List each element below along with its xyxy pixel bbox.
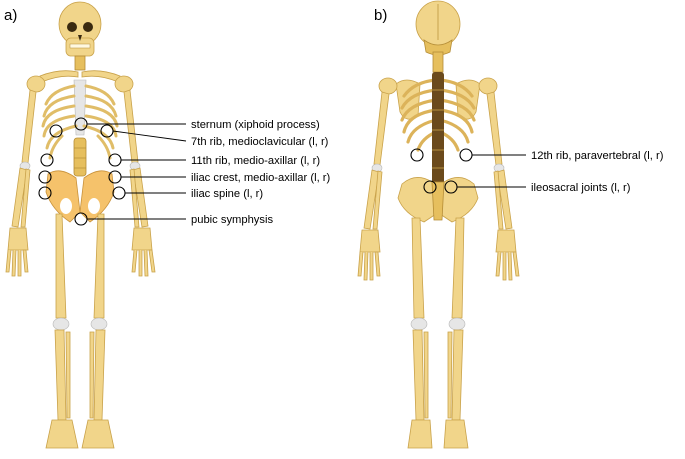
label-ileosacral: ileosacral joints (l, r)	[531, 182, 631, 194]
marker-iliac-spine-left	[38, 186, 52, 200]
panel-a-letter: a)	[4, 7, 17, 24]
front-skeleton	[5, 1, 187, 449]
panel-b-letter: b)	[374, 7, 387, 24]
label-pubic-symphysis: pubic symphysis	[191, 214, 273, 226]
label-iliac-crest: iliac crest, medio-axillar (l, r)	[191, 172, 331, 184]
leader-7th-rib	[112, 130, 187, 142]
label-11th-rib: 11th rib, medio-axillar (l, r)	[191, 155, 320, 167]
spine-back	[432, 72, 444, 184]
marker-11th-rib-left	[40, 153, 54, 167]
label-iliac-spine: iliac spine (l, r)	[191, 188, 263, 200]
label-12th-rib: 12th rib, paravertebral (l, r)	[531, 150, 664, 162]
marker-iliac-crest-left	[38, 170, 52, 184]
marker-11th-rib-right	[108, 153, 122, 167]
marker-12th-rib-left	[410, 148, 424, 162]
label-7th-rib: 7th rib, medioclavicular (l, r)	[191, 136, 329, 148]
marker-7th-rib-left	[49, 124, 63, 138]
marker-12th-rib-right	[459, 148, 473, 162]
label-sternum: sternum (xiphoid process)	[191, 119, 320, 131]
back-skeleton	[357, 0, 526, 449]
marker-ileosacral-left	[423, 180, 437, 194]
marker-iliac-spine-right	[112, 186, 126, 200]
marker-pubic-symphysis	[74, 212, 88, 226]
